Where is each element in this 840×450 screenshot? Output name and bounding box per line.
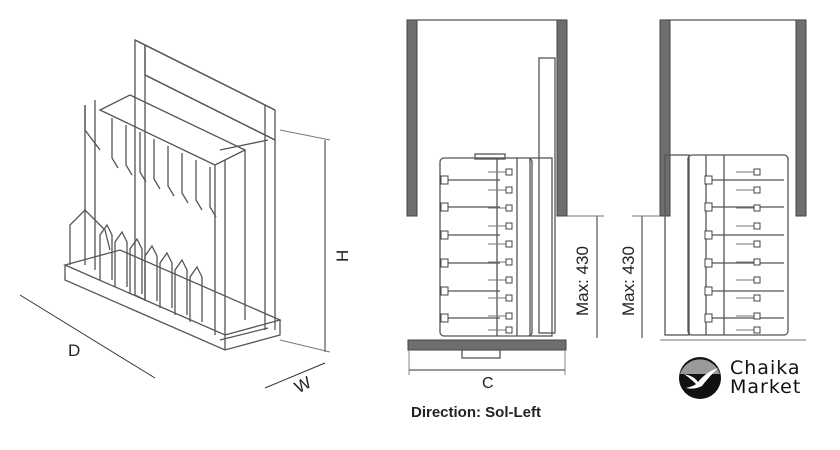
cabinet-view-left xyxy=(406,19,568,359)
seagull-logo-icon xyxy=(679,357,721,399)
cabinet-view-right xyxy=(659,19,807,341)
iso-hook xyxy=(139,132,147,183)
iso-hook xyxy=(153,139,161,190)
iso-holder xyxy=(144,244,158,301)
iso-hook xyxy=(195,160,203,211)
iso-hook xyxy=(181,153,189,204)
left-view-dimensions: Max: 430 C Direction: Sol-Left xyxy=(408,215,604,421)
iso-dimensions: D W H xyxy=(19,129,352,397)
cabinet-wall xyxy=(556,19,568,217)
max-height-label-right: Max: 430 xyxy=(619,246,638,316)
bar-clip xyxy=(704,313,713,323)
bar-clip xyxy=(440,175,449,185)
max-height-label-left: Max: 430 xyxy=(573,246,592,316)
width-label: W xyxy=(291,373,314,397)
iso-hook xyxy=(209,167,217,218)
bar-clip xyxy=(440,202,449,212)
bar-clip xyxy=(704,286,713,296)
bar-clip xyxy=(440,258,449,268)
iso-hook xyxy=(125,125,133,176)
width-c-label: C xyxy=(482,375,494,392)
iso-holder xyxy=(159,251,173,308)
bar-clip xyxy=(704,258,713,268)
direction-label: Direction: Sol-Left xyxy=(411,404,541,421)
bar-clip xyxy=(704,230,713,240)
bar-clip xyxy=(440,313,449,323)
height-label: H xyxy=(333,250,352,262)
depth-label: D xyxy=(68,341,80,360)
bar-clip xyxy=(704,202,713,212)
iso-holder xyxy=(174,258,188,315)
iso-holder xyxy=(189,265,203,322)
iso-holder xyxy=(99,223,113,280)
isometric-rack xyxy=(63,38,282,351)
brand-logo: Chaika Market xyxy=(678,356,801,400)
bar-clip xyxy=(704,175,713,185)
cabinet-wall xyxy=(406,19,418,217)
right-view-dimensions: Max: 430 xyxy=(619,215,660,338)
iso-holder xyxy=(114,230,128,287)
logo-line2: Market xyxy=(730,376,802,398)
iso-holder xyxy=(129,237,143,294)
iso-hook xyxy=(111,118,119,169)
cabinet-wall xyxy=(795,19,807,217)
bar-clip xyxy=(440,230,449,240)
iso-hook xyxy=(167,146,175,197)
bar-clip xyxy=(440,286,449,296)
logo-line1: Chaika xyxy=(730,357,801,379)
